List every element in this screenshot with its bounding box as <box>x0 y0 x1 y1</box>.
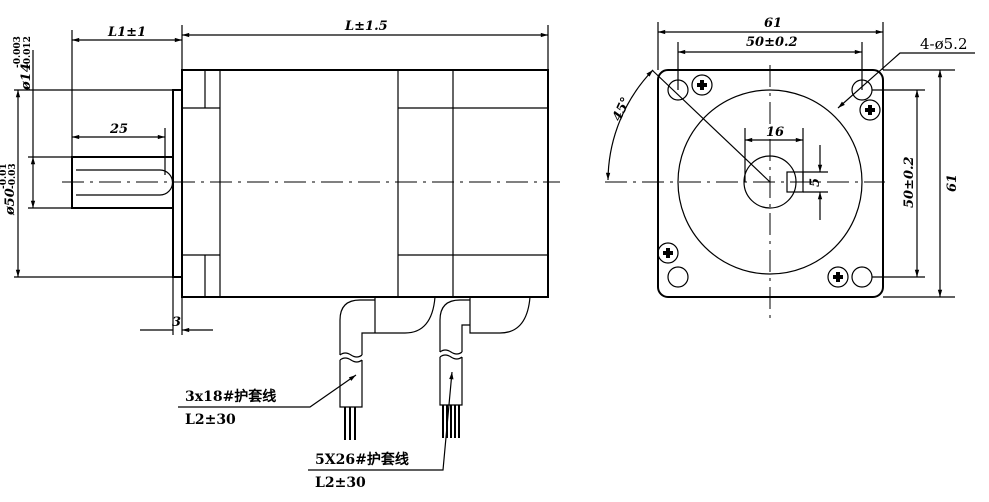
pilot-dim: 16 <box>766 125 784 140</box>
shaft-length-dim: L1±1 <box>107 25 146 40</box>
front-view: 61 50±0.2 61 50±0.2 4-ø5.2 45° 16 5 <box>605 16 975 320</box>
pilot-tol-lower: -0.03 <box>8 163 18 189</box>
cable-1-length: L2±30 <box>185 412 236 428</box>
key-length-dim: 25 <box>109 122 128 137</box>
shaft-tol-lower: -0.012 <box>23 36 33 68</box>
key-dim: 5 <box>808 178 823 187</box>
cable-1-spec: 3x18#护套线 <box>185 388 276 405</box>
hole-spacing-dim: 50±0.2 <box>746 35 798 50</box>
height-dim: 61 <box>945 174 960 192</box>
cable-2-length: L2±30 <box>315 475 366 491</box>
cables: 3x18#护套线 L2±30 5X26#护套线 L2±30 <box>178 296 531 491</box>
width-dim: 61 <box>764 16 782 31</box>
holes-callout: 4-ø5.2 <box>920 35 968 53</box>
length-dim: L±1.5 <box>344 19 388 34</box>
shaft-tol-upper: -0.003 <box>13 36 23 68</box>
screws <box>657 74 881 288</box>
flange-thickness-dim: 3 <box>172 315 181 330</box>
pilot-diameter: ø50 <box>3 188 18 216</box>
cable-2-spec: 5X26#护套线 <box>315 451 409 468</box>
vertical-hole-spacing-dim: 50±0.2 <box>902 156 917 208</box>
shaft-diameter: ø14 <box>19 63 34 91</box>
side-view: L±1.5 L1±1 25 ø14 -0.003 -0.012 ø50 -0.0… <box>0 19 560 335</box>
pilot-tol-upper: -0.01 <box>0 163 9 189</box>
